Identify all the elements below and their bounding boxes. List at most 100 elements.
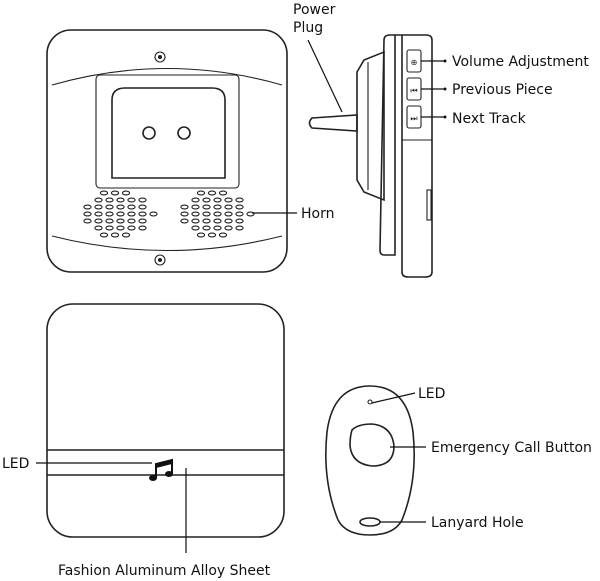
horn-hole	[207, 190, 217, 196]
emergency-call-button-label: Emergency Call Button	[431, 440, 592, 456]
side-front-shell	[395, 34, 433, 278]
horn-hole	[138, 211, 147, 217]
horn-hole	[235, 225, 244, 231]
horn-hole	[235, 197, 244, 203]
horn-hole	[127, 197, 136, 203]
horn-hole	[138, 218, 147, 224]
horn-hole	[191, 211, 200, 217]
horn-hole	[218, 190, 228, 196]
transmitter-front-view	[46, 303, 285, 538]
horn-hole	[83, 211, 92, 217]
horn-hole	[105, 197, 114, 203]
horn-hole	[191, 225, 200, 231]
remote-body	[325, 385, 415, 536]
music-note-icon	[149, 458, 173, 481]
horn-hole	[94, 211, 103, 217]
horn-hole	[99, 190, 109, 196]
horn-hole	[213, 225, 222, 231]
horn-hole	[94, 225, 103, 231]
horn-hole	[180, 204, 189, 210]
bottom-screw-center	[158, 258, 162, 262]
socket-frame-outer	[95, 74, 240, 189]
power-plug-pin	[308, 114, 358, 132]
horn-hole	[213, 211, 222, 217]
horn-hole	[121, 232, 131, 238]
labels: Power Plug Volume Adjustment Previous Pi…	[2, 2, 592, 579]
power-plug-label-line1: Power	[293, 2, 336, 18]
horn-hole	[116, 211, 125, 217]
horn-hole	[224, 197, 233, 203]
horn-hole	[180, 218, 189, 224]
horn-hole	[138, 225, 147, 231]
horn-hole	[213, 204, 222, 210]
power-plug-label-line2: Plug	[293, 20, 323, 36]
volume-leader-dot	[443, 59, 447, 63]
horn-hole	[110, 232, 120, 238]
next-track-label: Next Track	[452, 111, 527, 127]
led-receiver-label: LED	[2, 456, 29, 472]
horn-hole	[235, 204, 244, 210]
horn-hole	[218, 232, 228, 238]
transmitter-body	[46, 303, 285, 538]
receiver-front-view	[46, 29, 288, 273]
horn-hole	[224, 225, 233, 231]
horn-hole	[105, 225, 114, 231]
volume-adjustment-label: Volume Adjustment	[452, 54, 589, 70]
horn-hole	[105, 218, 114, 224]
horn-hole	[83, 218, 92, 224]
horn-hole	[110, 190, 120, 196]
previous-piece-label: Previous Piece	[452, 82, 553, 98]
horn-hole	[149, 211, 158, 217]
horn-hole	[138, 204, 147, 210]
horn-grille-right	[180, 190, 255, 238]
horn-hole	[224, 211, 233, 217]
horn-hole	[191, 218, 200, 224]
socket-hole-left	[142, 126, 156, 140]
socket-frame-inner	[111, 87, 226, 179]
horn-hole	[138, 197, 147, 203]
horn-hole	[105, 204, 114, 210]
horn-hole	[224, 204, 233, 210]
side-mid-shell	[379, 34, 396, 256]
volume-icon: ⊕	[411, 58, 418, 67]
remote-led-dot	[367, 399, 373, 405]
horn-hole	[213, 218, 222, 224]
horn-hole	[116, 197, 125, 203]
horn-hole	[191, 197, 200, 203]
horn-hole	[99, 232, 109, 238]
socket-hole-right	[177, 126, 191, 140]
horn-hole	[105, 211, 114, 217]
horn-hole	[116, 225, 125, 231]
receiver-side-view: ⊕ ⏮ ⏭	[308, 34, 433, 278]
bottom-screw	[154, 254, 166, 266]
horn-hole	[235, 211, 244, 217]
horn-label: Horn	[301, 206, 334, 222]
side-slot	[426, 189, 432, 221]
fashion-sheet-label: Fashion Aluminum Alloy Sheet	[58, 563, 271, 579]
top-screw	[154, 51, 166, 63]
horn-hole	[235, 218, 244, 224]
horn-hole	[202, 197, 211, 203]
horn-hole	[207, 232, 217, 238]
horn-hole	[94, 218, 103, 224]
horn-hole	[196, 190, 206, 196]
horn-hole	[83, 204, 92, 210]
horn-hole	[196, 232, 206, 238]
horn-hole	[202, 218, 211, 224]
led-remote-leader	[371, 392, 416, 404]
horn-hole	[116, 204, 125, 210]
previous-leader-dot	[443, 87, 447, 91]
lanyard-hole	[359, 517, 381, 527]
emergency-button[interactable]	[349, 423, 395, 467]
horn-hole	[94, 204, 103, 210]
receiver-top-curve	[51, 67, 283, 86]
horn-hole	[127, 204, 136, 210]
horn-hole	[127, 218, 136, 224]
led-remote-label: LED	[418, 386, 445, 402]
horn-hole	[116, 218, 125, 224]
horn-hole	[127, 225, 136, 231]
horn-hole	[202, 225, 211, 231]
receiver-bottom-curve	[51, 235, 283, 252]
horn-grille-left	[83, 190, 158, 238]
remote-button-view	[325, 385, 415, 536]
